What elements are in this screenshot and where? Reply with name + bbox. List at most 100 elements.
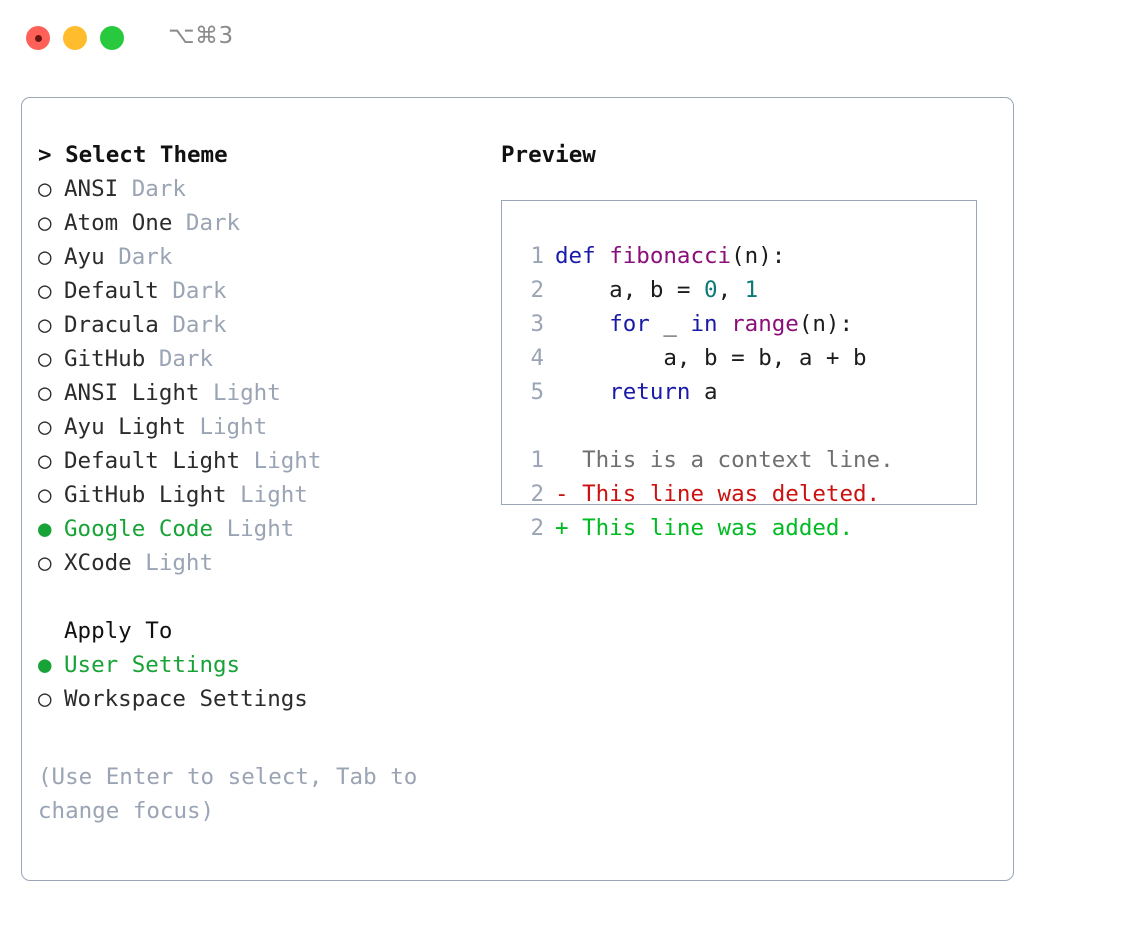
- diff-line-ctx: 1 This is a context line.: [514, 443, 968, 477]
- code-token: def: [555, 243, 596, 269]
- theme-option-label: GitHub Light: [64, 482, 227, 508]
- theme-option-label: Default: [64, 278, 159, 304]
- keyboard-hint-text: (Use Enter to select, Tab to change focu…: [38, 764, 418, 824]
- label-gap: [145, 346, 159, 372]
- theme-variant-label: Dark: [118, 244, 173, 270]
- code-token: for: [609, 311, 650, 337]
- theme-option-default-light[interactable]: ○Default Light Light: [38, 444, 488, 478]
- theme-variant-label: Light: [213, 380, 281, 406]
- theme-option-label: XCode: [64, 550, 132, 576]
- minimize-button[interactable]: [63, 26, 87, 50]
- label-gap: [105, 244, 119, 270]
- zoom-button[interactable]: [100, 26, 124, 50]
- radio-unselected-icon: ○: [38, 210, 52, 236]
- radio-selected-icon: ●: [38, 652, 52, 678]
- code-diff-gap: [514, 409, 968, 443]
- theme-option-xcode[interactable]: ○ XCode Light: [38, 546, 488, 580]
- code-token: [596, 243, 610, 269]
- radio-unselected-icon: ○: [38, 278, 52, 304]
- theme-option-default[interactable]: ○ Default Dark: [38, 274, 488, 308]
- list-spacer: [38, 580, 488, 614]
- theme-variant-label: Dark: [185, 210, 241, 236]
- line-number: 1: [530, 447, 544, 473]
- theme-option-github[interactable]: ○ GitHub Dark: [38, 342, 488, 376]
- label-gap: [118, 176, 132, 202]
- apply-to-option-user-settings[interactable]: ●User Settings: [38, 648, 488, 682]
- diff-marker: [555, 447, 569, 473]
- theme-variant-label: Dark: [172, 278, 227, 304]
- theme-variant-label: Light: [145, 550, 214, 576]
- theme-option-label: ANSI Light: [64, 380, 200, 406]
- apply-to-option-label: Workspace Settings: [64, 686, 308, 712]
- line-number: 4: [530, 345, 544, 371]
- theme-option-atom-one[interactable]: ○ Atom One Dark: [38, 206, 488, 240]
- theme-variant-label: Light: [199, 414, 268, 440]
- radio-unselected-icon: ○: [38, 176, 52, 202]
- radio-unselected-icon: ○: [38, 414, 52, 440]
- theme-option-google-code[interactable]: ●Google Code Light: [38, 512, 488, 546]
- theme-option-label: GitHub: [64, 346, 146, 372]
- theme-variant-label: Dark: [172, 312, 227, 338]
- code-token: return: [609, 379, 691, 405]
- radio-unselected-icon: ○: [38, 550, 52, 576]
- diff-text: This line was deleted.: [568, 481, 881, 507]
- code-token: [718, 311, 732, 337]
- theme-option-label: ANSI: [64, 176, 119, 202]
- preview-title: Preview: [501, 142, 596, 168]
- diff-text: This is a context line.: [568, 447, 894, 473]
- diff-lines: 1 This is a context line.2- This line wa…: [514, 443, 968, 545]
- label-gap: [172, 210, 186, 236]
- code-token: a, b = b, a + b: [555, 345, 867, 371]
- keyboard-shortcut-label: ⌥⌘3: [168, 23, 234, 49]
- radio-unselected-icon: ○: [38, 380, 52, 406]
- theme-variant-label: Light: [253, 448, 322, 474]
- diff-marker: -: [555, 481, 569, 507]
- code-line: 4 a, b = b, a + b: [514, 341, 968, 375]
- theme-option-ansi[interactable]: ○ANSI Dark: [38, 172, 488, 206]
- diff-line-del: 2- This line was deleted.: [514, 477, 968, 511]
- apply-to-option-workspace-settings[interactable]: ○Workspace Settings: [38, 682, 488, 716]
- theme-variant-label: Light: [226, 516, 295, 542]
- theme-variant-label: Light: [240, 482, 308, 508]
- code-token: in: [690, 311, 718, 337]
- code-line: 2 a, b = 0, 1: [514, 273, 968, 307]
- main-panel: > Select Theme ○ANSI Dark○Atom One Dark○…: [21, 97, 1014, 881]
- code-line: 5 return a: [514, 375, 968, 409]
- close-button[interactable]: [26, 26, 50, 50]
- code-token: fibonacci: [609, 243, 732, 269]
- apply-to-list: ●User Settings○Workspace Settings: [38, 648, 488, 716]
- radio-selected-icon: ●: [38, 516, 52, 542]
- line-number: 3: [530, 311, 544, 337]
- theme-option-github-light[interactable]: ○ GitHub Light Light: [38, 478, 488, 512]
- theme-variant-label: Dark: [158, 346, 214, 372]
- radio-unselected-icon: ○: [38, 244, 52, 270]
- theme-option-ayu-light[interactable]: ○ Ayu Light Light: [38, 410, 488, 444]
- code-token: [555, 311, 609, 337]
- line-number: 5: [530, 379, 544, 405]
- theme-option-dracula[interactable]: ○Dracula Dark: [38, 308, 488, 342]
- code-token: (n):: [798, 311, 854, 337]
- code-line: 3 for _ in range(n):: [514, 307, 968, 341]
- diff-marker: +: [555, 515, 569, 541]
- code-token: [555, 379, 609, 405]
- code-token: 0: [704, 277, 718, 303]
- traffic-light-group: [26, 26, 124, 50]
- label-gap: [186, 414, 200, 440]
- label-gap: [227, 482, 241, 508]
- radio-unselected-icon: ○: [38, 482, 52, 508]
- theme-option-label: Default Light: [64, 448, 241, 474]
- line-number: 2: [530, 277, 544, 303]
- theme-option-ansi-light[interactable]: ○ ANSI Light Light: [38, 376, 488, 410]
- theme-picker-column: > Select Theme ○ANSI Dark○Atom One Dark○…: [38, 138, 488, 716]
- theme-option-label: Atom One: [64, 210, 173, 236]
- label-gap: [240, 448, 254, 474]
- label-gap: [199, 380, 213, 406]
- label-gap: [159, 312, 173, 338]
- theme-option-label: Ayu Light: [64, 414, 186, 440]
- radio-unselected-icon: ○: [38, 346, 52, 372]
- theme-option-ayu[interactable]: ○Ayu Dark: [38, 240, 488, 274]
- diff-line-add: 2+ This line was added.: [514, 511, 968, 545]
